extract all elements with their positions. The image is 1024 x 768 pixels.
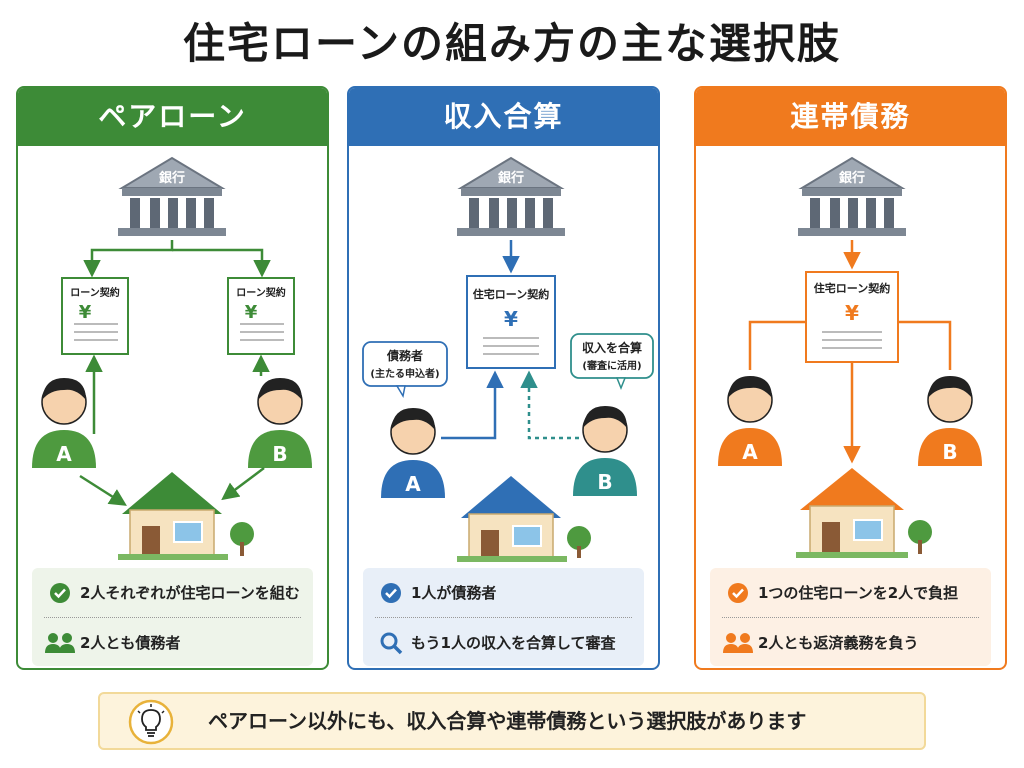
contract-label: 住宅ローン契約 bbox=[814, 281, 890, 295]
footer-note: ペアローン以外にも、収入合算や連帯債務という選択肢があります bbox=[98, 692, 926, 750]
person-b-icon bbox=[573, 406, 637, 496]
footer-text: ペアローン以外にも、収入合算や連帯債務という選択肢があります bbox=[208, 709, 807, 733]
panel-pair-loan: ペアローン 銀行 ローン契約 ¥ bbox=[16, 86, 329, 670]
person-b-label: B bbox=[597, 470, 612, 494]
bank-icon bbox=[798, 156, 906, 236]
bubble-income-line1: 収入を合算 bbox=[582, 340, 642, 355]
check-circle-icon bbox=[381, 582, 401, 603]
contract-document-right bbox=[227, 277, 295, 355]
bubble-income-line2: (審査に活用) bbox=[582, 359, 641, 372]
contract-document bbox=[805, 271, 899, 363]
info-row-1: 1つの住宅ローンを2人で負担 bbox=[710, 570, 991, 615]
bubble-debtor-line2: (主たる申込者) bbox=[370, 367, 439, 380]
info-row-2: もう1人の収入を合算して審査 bbox=[363, 620, 644, 665]
bank-icon bbox=[118, 156, 226, 236]
panel-heading: ペアローン bbox=[18, 88, 327, 146]
house-icon bbox=[457, 476, 591, 562]
person-b-label: B bbox=[942, 440, 957, 464]
house-icon bbox=[796, 468, 932, 558]
joint-debt-diagram: 銀行 住宅ローン契約 ¥ A B bbox=[718, 156, 982, 558]
info-text-2: 2人とも債務者 bbox=[80, 634, 181, 652]
person-a-label: A bbox=[56, 442, 72, 466]
person-a-label: A bbox=[405, 472, 421, 496]
person-a-icon bbox=[381, 408, 445, 498]
page-title: 住宅ローンの組み方の主な選択肢 bbox=[183, 19, 841, 68]
info-text-1: 1人が債務者 bbox=[411, 584, 497, 602]
bank-label: 銀行 bbox=[498, 170, 524, 186]
joint-debt-info-box: 1つの住宅ローンを2人で負担 2人とも返済義務を負う bbox=[710, 568, 991, 666]
contract-document-left bbox=[61, 277, 129, 355]
income-combined-info-box: 1人が債務者 もう1人の収入を合算して審査 bbox=[363, 568, 644, 666]
bubble-debtor-line1: 債務者 bbox=[386, 348, 423, 363]
check-circle-icon bbox=[728, 582, 748, 603]
person-a-icon bbox=[718, 376, 782, 466]
info-row-1: 2人それぞれが住宅ローンを組む bbox=[32, 570, 313, 615]
income-combined-diagram: 銀行 住宅ローン契約 ¥ 債務者 (主たる申込者) 収入を合算 (審査に活用) bbox=[362, 156, 654, 562]
pair-loan-diagram: 銀行 ローン契約 ¥ ローン契約 ¥ A bbox=[32, 156, 312, 560]
panel-joint-debt: 連帯債務 銀行 住宅ローン契約 ¥ bbox=[694, 86, 1007, 670]
info-divider bbox=[722, 617, 979, 618]
bank-icon bbox=[457, 156, 565, 236]
bank-label: 銀行 bbox=[839, 170, 865, 186]
info-text-2: もう1人の収入を合算して審査 bbox=[411, 634, 616, 652]
contract-label: 住宅ローン契約 bbox=[473, 287, 549, 301]
person-b-icon bbox=[918, 376, 982, 466]
info-text-1: 1つの住宅ローンを2人で負担 bbox=[758, 584, 959, 602]
info-text-2: 2人とも返済義務を負う bbox=[758, 634, 919, 652]
panel-heading: 連帯債務 bbox=[696, 88, 1005, 146]
panel-income-combined: 収入合算 銀行 住宅ローン契約 ¥ 債 bbox=[347, 86, 660, 670]
info-row-2: 2人とも債務者 bbox=[32, 620, 313, 665]
yen-symbol: ¥ bbox=[845, 301, 859, 325]
yen-symbol: ¥ bbox=[504, 307, 518, 331]
contract-document bbox=[466, 275, 556, 369]
person-b-icon bbox=[248, 378, 312, 468]
info-divider bbox=[375, 617, 632, 618]
person-b-label: B bbox=[272, 442, 287, 466]
info-row-2: 2人とも返済義務を負う bbox=[710, 620, 991, 665]
light-bulb-icon bbox=[128, 699, 174, 745]
info-text-1: 2人それぞれが住宅ローンを組む bbox=[80, 584, 300, 602]
speech-bubble-debtor bbox=[362, 341, 448, 399]
contract-label-left: ローン契約 bbox=[70, 286, 120, 299]
info-divider bbox=[44, 617, 301, 618]
panel-heading: 収入合算 bbox=[349, 88, 658, 146]
info-row-1: 1人が債務者 bbox=[363, 570, 644, 615]
person-a-icon bbox=[32, 378, 96, 468]
yen-symbol-right: ¥ bbox=[245, 302, 258, 323]
two-people-icon bbox=[723, 632, 753, 653]
bank-label: 銀行 bbox=[159, 170, 185, 186]
house-icon bbox=[118, 472, 254, 560]
two-people-icon bbox=[45, 632, 75, 653]
person-a-label: A bbox=[742, 440, 758, 464]
magnifier-icon bbox=[380, 632, 403, 654]
pair-loan-info-box: 2人それぞれが住宅ローンを組む 2人とも債務者 bbox=[32, 568, 313, 666]
check-circle-icon bbox=[50, 582, 70, 603]
yen-symbol-left: ¥ bbox=[79, 302, 92, 323]
speech-bubble-income bbox=[570, 333, 654, 391]
contract-label-right: ローン契約 bbox=[236, 286, 286, 299]
